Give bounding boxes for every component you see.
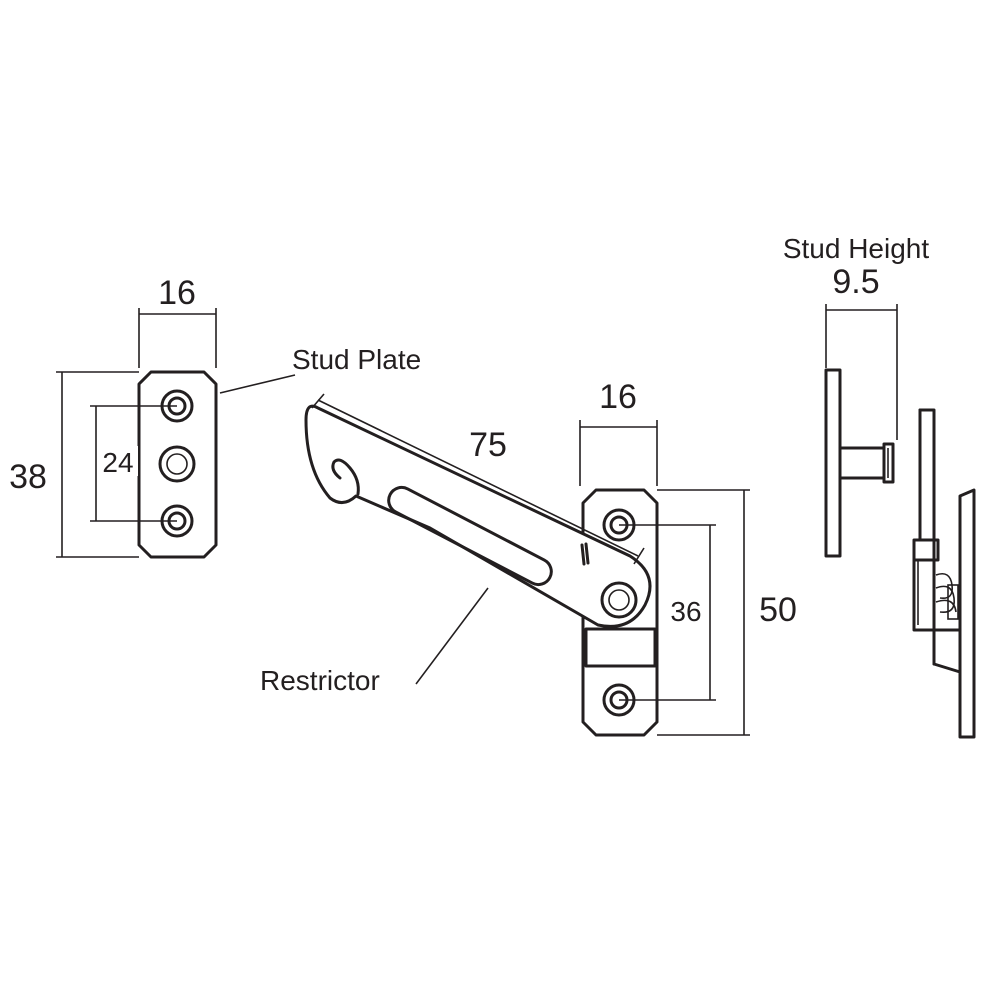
- dim-label-stud-plate-hole-spacing: 24: [102, 447, 133, 478]
- dim-restrictor-plate-width: 16: [579, 378, 658, 486]
- restrictor-arm-drawing: [304, 404, 652, 628]
- stud-height-title: Stud Height: [783, 233, 930, 264]
- dim-stud-plate-hole-spacing: 24: [90, 405, 177, 522]
- dim-label-stud-plate-height: 38: [9, 458, 47, 496]
- dim-label-stud-plate-width: 16: [158, 274, 196, 312]
- restrictor-callout: Restrictor: [260, 587, 489, 696]
- dim-label-restrictor-length: 75: [469, 426, 507, 464]
- dim-restrictor-hole-spacing: 36: [619, 524, 716, 701]
- dim-label-restrictor-plate-height: 50: [759, 591, 797, 629]
- dim-label-restrictor-hole-spacing: 36: [670, 596, 701, 627]
- dim-stud-plate-width: 16: [138, 274, 217, 368]
- stud-side-view: [824, 368, 895, 558]
- dim-label-stud-height: 9.5: [832, 263, 879, 301]
- restrictor-label: Restrictor: [260, 665, 380, 696]
- dim-restrictor-length: 75: [311, 393, 645, 565]
- restrictor-side-view: [912, 408, 976, 739]
- dim-label-restrictor-plate-width: 16: [599, 378, 637, 416]
- dim-stud-plate-height: 38: [9, 371, 139, 558]
- stud-plate-callout: Stud Plate: [219, 344, 421, 394]
- stud-plate-label: Stud Plate: [292, 344, 421, 375]
- stud-plate-drawing: [137, 370, 218, 559]
- dim-restrictor-plate-height: 50: [657, 489, 797, 736]
- dim-stud-height: Stud Height 9.5: [783, 233, 930, 440]
